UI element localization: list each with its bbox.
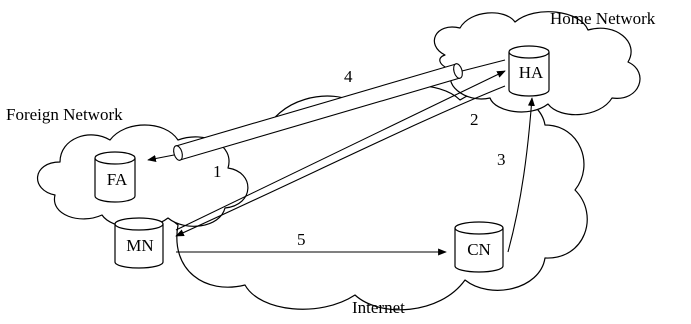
arrow-4-in	[461, 59, 506, 72]
arrow-1	[175, 70, 506, 231]
step-3-label: 3	[497, 150, 506, 169]
mn-node: MN	[114, 217, 164, 269]
step-5-label: 5	[297, 230, 306, 249]
home-network-label: Home Network	[550, 9, 656, 28]
tunnel-4	[173, 63, 463, 161]
arrow-4-out	[147, 154, 175, 162]
step-4-label: 4	[344, 67, 353, 86]
cn-label: CN	[467, 240, 491, 259]
arrow-3	[507, 97, 535, 253]
cn-node: CN	[454, 221, 504, 273]
ha-label: HA	[519, 63, 544, 82]
step-2-label: 2	[470, 110, 479, 129]
mn-label: MN	[126, 236, 153, 255]
step-1-label: 1	[213, 162, 222, 181]
ha-node: HA	[508, 45, 550, 97]
fa-label: FA	[107, 170, 128, 189]
fa-node: FA	[94, 151, 136, 203]
foreign-network-label: Foreign Network	[6, 105, 123, 124]
arrow-2	[175, 85, 506, 237]
internet-label: Internet	[352, 298, 405, 317]
